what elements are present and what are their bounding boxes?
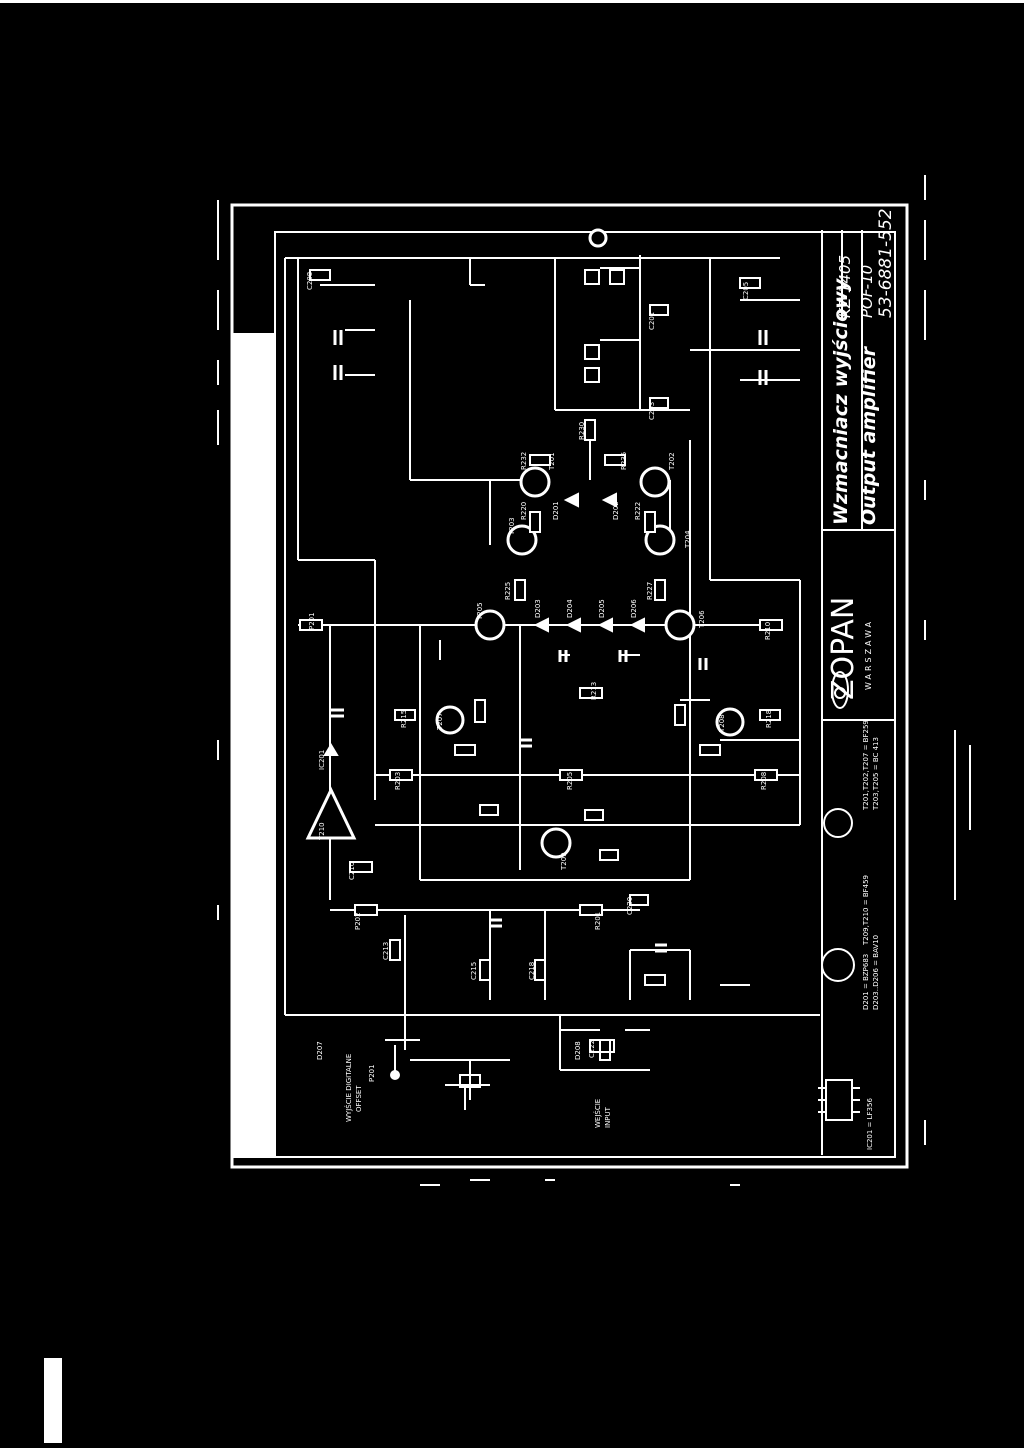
ref-label: C213 [382, 941, 390, 960]
legend-line-4: D201 = BZP683 [862, 953, 870, 1010]
ref-label: R215 [400, 709, 408, 728]
legend-line-1: T201,T202,T207 = BF259 [862, 720, 870, 810]
ref-label: D203 [534, 599, 542, 618]
ref-label: C215 [470, 961, 478, 980]
legend-line-2: T203,T205 = BC 413 [872, 737, 880, 810]
ref-label: R203 [394, 771, 402, 790]
ref-label: T204 [684, 530, 692, 548]
ref-label: R235 [620, 451, 628, 470]
ref-label: C208 [306, 271, 314, 290]
ref-label: T202 [668, 452, 676, 470]
ref-label: R201 [594, 911, 602, 930]
ref-label: R227 [646, 581, 654, 600]
regulators [584, 269, 625, 383]
ref-label: D201 [552, 501, 560, 520]
input-label-2: OFFSET [355, 1085, 363, 1112]
ref-label: P201 [308, 612, 316, 630]
ref-label: T207 [436, 712, 444, 730]
ref-label: T205 [476, 602, 484, 620]
input-ref-2: INPUT [604, 1107, 612, 1128]
ref-label: C222 [588, 1039, 596, 1058]
ref-label: T209 [560, 852, 568, 870]
ref-label: D206 [630, 599, 638, 618]
sheet-tab [233, 333, 275, 1158]
ref-label: D205 [598, 599, 606, 618]
title-english: Output amplifier [858, 346, 880, 525]
company-name: ZOPAN [826, 596, 861, 700]
ic-caption: IC201 = LF356 [866, 1098, 874, 1150]
ref-label: R208 [760, 771, 768, 790]
company-city: WARSZAWA [864, 618, 873, 690]
ref-label: T201 [548, 452, 556, 470]
ref-label: IC201 [318, 749, 326, 770]
ref-label: C210 [348, 861, 356, 880]
opamp-ic201 [305, 786, 357, 840]
gain-pot-label: P201 [368, 1064, 376, 1082]
ref-label: D207 [316, 1041, 324, 1060]
ref-label: R218 [765, 709, 773, 728]
top-border-line [0, 0, 1024, 3]
ref-label: R230 [578, 421, 586, 440]
ref-label: T210 [318, 822, 326, 840]
input-label-1: WYJŚCIE DIGITALNE [345, 1053, 353, 1122]
resistors [299, 269, 783, 1088]
ref-label: D202 [612, 501, 620, 520]
ref-label: R210 [764, 621, 772, 640]
transistors [435, 228, 745, 859]
edge-marks [217, 175, 971, 1186]
ref-label: R205 [566, 771, 574, 790]
schematic-wires [284, 255, 820, 1110]
ref-label: C205 [742, 281, 750, 300]
ref-label: D204 [566, 599, 574, 618]
ref-label: R222 [634, 501, 642, 520]
ref-label: T203 [508, 517, 516, 535]
capacitors [330, 330, 768, 953]
ref-label: T208 [718, 714, 726, 732]
input-ref-1: WEJŚCIE [594, 1098, 602, 1128]
ref-label: T206 [698, 610, 706, 628]
ref-label: C218 [528, 961, 536, 980]
diodes [323, 492, 645, 756]
ref-label: R220 [520, 501, 528, 520]
ref-label: D208 [574, 1041, 582, 1060]
ref-label: R225 [504, 581, 512, 600]
legend-line-5: D203..D206 = BAV10 [872, 934, 880, 1010]
input-pot [390, 1029, 650, 1100]
ref-label: C201 [648, 311, 656, 330]
ref-label: R232 [520, 451, 528, 470]
title-model: POF-10 [858, 264, 876, 318]
title-polish: Wzmacniacz wyjściowy [830, 278, 852, 525]
connector-symbols [818, 671, 860, 1121]
outer-frame [230, 203, 909, 1169]
ref-label: C220 [626, 896, 634, 915]
legend-line-3: T209,T210 = BF459 [862, 874, 870, 945]
title-block [821, 230, 895, 1155]
title-drawing-number: 53-6881-552 [876, 208, 896, 318]
ref-label: R213 [590, 681, 598, 700]
ref-label: P202 [354, 912, 362, 930]
ref-label: C203 [648, 401, 656, 420]
edge-strip [44, 1358, 62, 1443]
